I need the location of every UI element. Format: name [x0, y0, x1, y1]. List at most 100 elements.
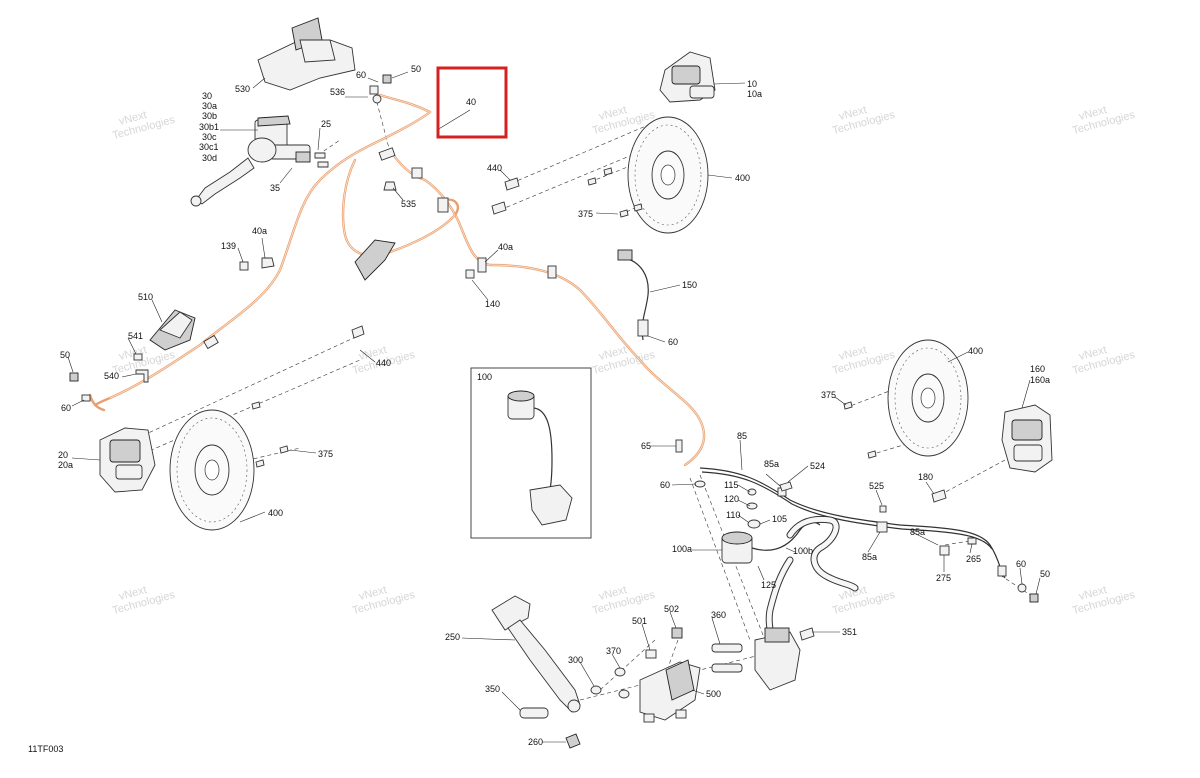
callout: 140: [485, 299, 500, 309]
callout: 85a: [862, 552, 877, 562]
callout: 160: [1030, 364, 1045, 374]
callout: 400: [268, 508, 283, 518]
brake-disc-left: [169, 409, 255, 531]
callout: 30b1: [199, 122, 219, 132]
callout: 20a: [58, 460, 73, 470]
callout: 40a: [498, 242, 513, 252]
callout: 60: [668, 337, 678, 347]
callout: 50: [1040, 569, 1050, 579]
callout: 535: [401, 199, 416, 209]
callout: 30c: [202, 132, 217, 142]
spring-260: [565, 733, 581, 749]
callout: 400: [968, 346, 983, 356]
banjo-fitting-top: [369, 74, 392, 104]
disc-bolts-right: [843, 401, 877, 459]
callout: 50: [60, 350, 70, 360]
rear-right-caliper: [1001, 404, 1053, 473]
callout: 375: [578, 209, 593, 219]
callout: 275: [936, 573, 951, 583]
callout: 25: [321, 119, 331, 129]
callout: 85a: [910, 527, 925, 537]
front-master-cylinder-lever: [190, 115, 311, 207]
front-right-caliper: [659, 51, 716, 103]
callout: 10a: [747, 89, 762, 99]
callout: 375: [318, 449, 333, 459]
callout: 541: [128, 331, 143, 341]
callout: 50: [411, 64, 421, 74]
pivot-pin-350: [519, 707, 549, 719]
mounting-bracket-510: [149, 309, 196, 351]
callout: 500: [706, 689, 721, 699]
callout: 400: [735, 173, 750, 183]
callout: 105: [772, 514, 787, 524]
rear-master-cylinder-100a: [721, 531, 753, 564]
line-bracket-mid: [354, 239, 396, 281]
disc-bolts-left: [251, 325, 365, 468]
rear-master-body: [754, 627, 801, 691]
wheel-speed-sensor-150: [617, 249, 649, 341]
nut-501-502: [645, 627, 683, 659]
bolt-351: [799, 627, 815, 641]
callout: 250: [445, 632, 460, 642]
diagram-code: 11TF003: [28, 744, 63, 754]
callout: 30: [202, 91, 212, 101]
callout: 524: [810, 461, 825, 471]
washers-300-370: [590, 667, 630, 699]
callout: 536: [330, 87, 345, 97]
callout: 60: [1016, 559, 1026, 569]
callout: 110: [726, 510, 740, 520]
caliper-bolt-180: [931, 489, 947, 503]
highlight-box: [436, 66, 508, 139]
callout: 530: [235, 84, 250, 94]
callout: 30d: [202, 153, 217, 163]
callout: 351: [842, 627, 857, 637]
callout: 440: [376, 358, 391, 368]
callout: 10: [747, 79, 757, 89]
callout: 360: [711, 610, 726, 620]
master-bolts: [314, 152, 329, 168]
pins-360: [711, 643, 743, 673]
callout: 115: [724, 480, 738, 490]
callout: 139: [221, 241, 236, 251]
callout: 370: [606, 646, 621, 656]
callout: 350: [485, 684, 500, 694]
callout: 265: [966, 554, 981, 564]
callout: 440: [487, 163, 502, 173]
callout: 125: [761, 580, 776, 590]
callout: 501: [632, 616, 647, 626]
callout: 85: [737, 431, 747, 441]
right-fasteners: [939, 537, 1039, 603]
callout: 30c1: [199, 142, 219, 152]
callout: 40: [466, 97, 476, 107]
clip-535: [383, 181, 397, 191]
callout: 100: [477, 372, 492, 382]
callout: 20: [58, 450, 68, 460]
mounting-bracket-530: [257, 17, 356, 91]
callout: 540: [104, 371, 119, 381]
callout: 40a: [252, 226, 267, 236]
rear-fittings-small: [675, 439, 887, 529]
callout: 510: [138, 292, 153, 302]
callout: 35: [270, 183, 280, 193]
disc-bolts-top: [491, 167, 643, 218]
callout: 502: [664, 604, 679, 614]
brake-disc-top: [627, 116, 709, 234]
callout: 60: [356, 70, 366, 80]
callout: 180: [918, 472, 933, 482]
callout: 85a: [764, 459, 779, 469]
rear-brake-hose-85: [699, 467, 1007, 579]
callout: 100b: [793, 546, 813, 556]
pedal-bracket-500: [639, 659, 701, 723]
callout: 30a: [202, 101, 217, 111]
small-fasteners-left: [239, 257, 475, 279]
callout: 300: [568, 655, 583, 665]
front-left-caliper: [99, 427, 156, 493]
callout: 30b: [202, 111, 217, 121]
callout: 375: [821, 390, 836, 400]
brake-pedal-250: [491, 595, 581, 713]
leader-lines: [67, 71, 1041, 743]
callout-labels: 530 60 50 536 40 30 30a 30b 30b1 30c 30c…: [58, 64, 1050, 747]
callout: 150: [682, 280, 697, 290]
callout: 260: [528, 737, 543, 747]
